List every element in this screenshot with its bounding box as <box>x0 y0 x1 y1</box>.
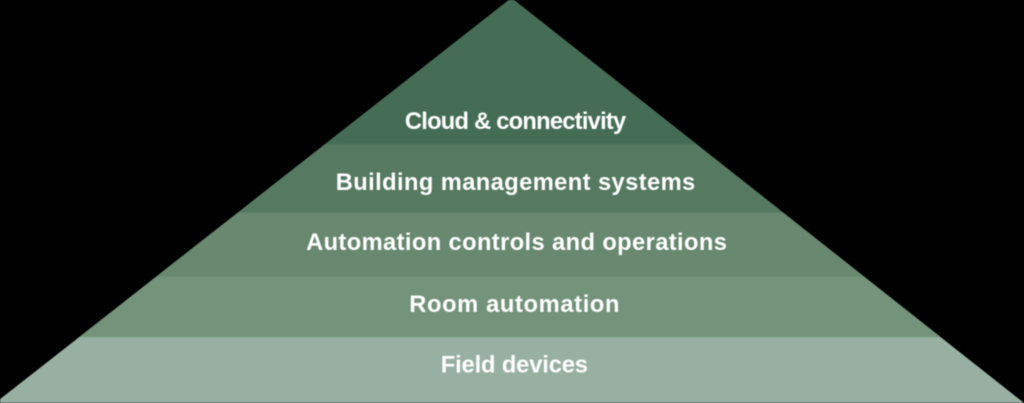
svg-text:Automation controls and operat: Automation controls and operations <box>306 230 727 256</box>
svg-text:Cloud & connectivity: Cloud & connectivity <box>405 109 627 135</box>
svg-text:Building management systems: Building management systems <box>336 170 696 196</box>
svg-text:Room automation: Room automation <box>409 292 620 318</box>
svg-text:Field devices: Field devices <box>441 352 588 378</box>
